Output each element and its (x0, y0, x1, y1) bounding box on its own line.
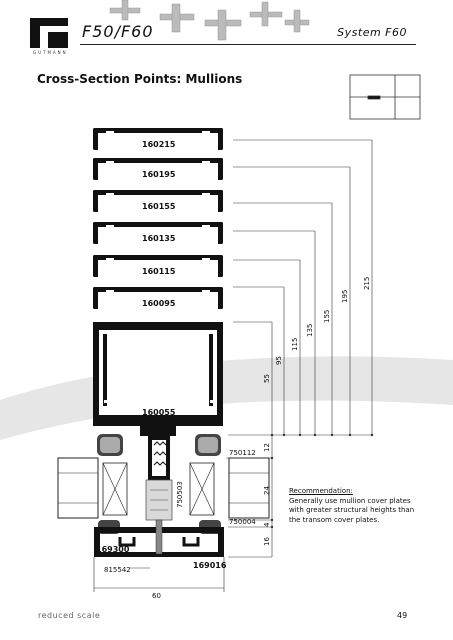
glazing-assembly (57, 426, 270, 557)
page-header: GUTMANN F50/F60 System F60 (0, 0, 453, 60)
scale-note: reduced scale (38, 611, 101, 620)
recommendation-note: Recommendation: Generally use mullion co… (289, 487, 419, 525)
recommendation-heading: Recommendation: (289, 487, 353, 495)
dim-12: 12 (263, 443, 271, 452)
series-title: F50/F60 (82, 22, 154, 41)
dim-24: 24 (263, 486, 271, 495)
mullion-section (93, 322, 223, 426)
label-160055: 160055 (142, 408, 176, 417)
dim-16: 16 (263, 537, 271, 546)
cover-profile-160215: 160215 (93, 128, 223, 150)
page-number: 49 (397, 611, 408, 620)
cover-profile-stack: 160215 160195 160155 160135 160115 160095 (93, 128, 223, 309)
dim-95: 95 (275, 356, 283, 365)
label-815542: 815542 (104, 566, 131, 574)
recommendation-text: Generally use mullion cover plates with … (289, 496, 415, 524)
dim-4: 4 (263, 522, 271, 527)
system-title: System F60 (337, 26, 407, 39)
profile-label: 160135 (142, 234, 176, 243)
dim-135: 135 (306, 324, 314, 337)
profile-label: 160195 (142, 170, 176, 179)
brand-name: GUTMANN (33, 50, 68, 55)
dim-115: 115 (291, 338, 299, 351)
header-divider (80, 44, 416, 45)
page-title: Cross-Section Points: Mullions (37, 72, 243, 86)
label-750503: 750503 (176, 481, 184, 508)
dim-155: 155 (323, 310, 331, 323)
dimension-lines (93, 139, 373, 592)
dim-215: 215 (363, 277, 371, 290)
profile-label: 160155 (142, 202, 176, 211)
label-169016: 169016 (193, 561, 227, 570)
label-169300: 169300 (96, 545, 130, 554)
dim-195: 195 (341, 290, 349, 303)
dim-55: 55 (263, 374, 271, 383)
label-750112: 750112 (229, 449, 256, 457)
window-thumbnail (349, 74, 421, 120)
profile-label: 160115 (142, 267, 176, 276)
cover-profile-160115: 160115 (93, 255, 223, 277)
label-750004: 750004 (229, 518, 256, 526)
cover-profile-160155: 160155 (93, 190, 223, 212)
dimension-ticks (270, 433, 374, 529)
background-swoosh (0, 356, 453, 440)
profile-label: 160215 (142, 140, 176, 149)
header-decoration (109, 0, 310, 41)
cover-profile-160135: 160135 (93, 222, 223, 244)
profile-label: 160095 (142, 299, 176, 308)
cover-profile-160195: 160195 (93, 158, 223, 180)
gutmann-logo (30, 18, 68, 48)
cover-profile-160095: 160095 (93, 287, 223, 309)
dim-width-60: 60 (152, 592, 161, 600)
